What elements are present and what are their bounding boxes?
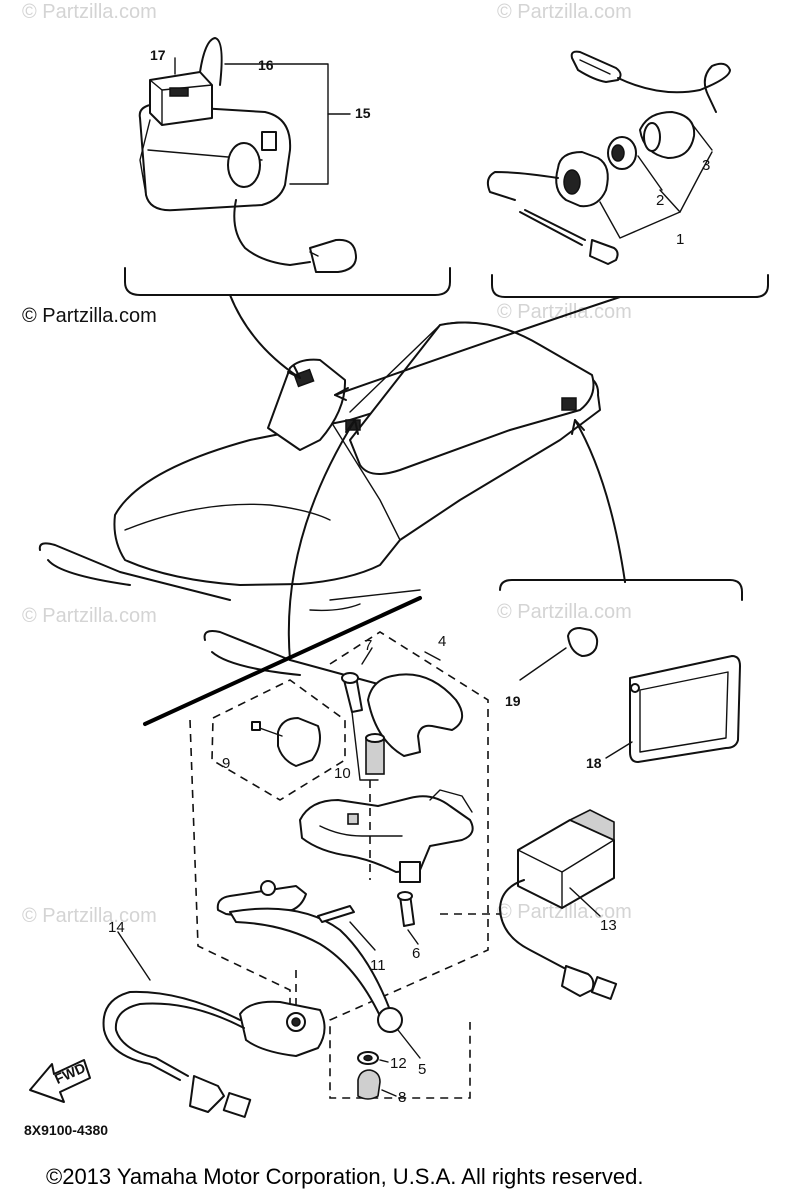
callout-4: 4 [438, 633, 446, 650]
watermark: © Partzilla.com [497, 301, 632, 323]
inset-reflector: 19 18 [499, 579, 743, 771]
watermark: © Partzilla.com [497, 1, 632, 23]
inset-main-switch: 3 2 1 [486, 50, 769, 298]
callout-18: 18 [586, 755, 602, 771]
snowmobile-illustration [38, 321, 601, 691]
separator-line [143, 596, 422, 726]
watermark: © Partzilla.com [22, 905, 157, 927]
diagram-code: 8X9100-4380 [24, 1122, 108, 1138]
watermark: © Partzilla.com [22, 305, 157, 327]
callout-5: 5 [418, 1061, 426, 1078]
watermarks: © Partzilla.com © Partzilla.com © Partzi… [22, 1, 632, 927]
callout-2: 2 [656, 192, 664, 209]
callout-8: 8 [398, 1089, 406, 1106]
pointer-arrows [229, 294, 626, 661]
fwd-arrow: FWD [29, 1059, 91, 1103]
callout-12: 12 [390, 1055, 407, 1072]
inset-switch-housing: 17 16 15 [124, 37, 451, 296]
callout-16: 16 [258, 57, 274, 73]
callout-17: 17 [150, 47, 166, 63]
callout-15: 15 [355, 105, 371, 121]
watermark: © Partzilla.com [497, 601, 632, 623]
callout-14: 14 [108, 919, 125, 936]
callout-9: 9 [222, 755, 230, 772]
callout-11: 11 [370, 957, 386, 974]
callout-6: 6 [412, 945, 420, 962]
watermark: © Partzilla.com [497, 901, 632, 923]
callout-1: 1 [676, 231, 684, 248]
callout-7: 7 [364, 637, 372, 654]
watermark: © Partzilla.com [22, 605, 157, 627]
copyright-notice: ©2013 Yamaha Motor Corporation, U.S.A. A… [46, 1164, 643, 1189]
callout-10: 10 [334, 765, 351, 782]
brake-lever-assembly: 4 9 7 10 5 6 [102, 631, 618, 1118]
callout-13: 13 [600, 917, 617, 934]
watermark: © Partzilla.com [22, 1, 157, 23]
callout-19: 19 [505, 693, 521, 709]
callout-3: 3 [702, 157, 710, 174]
